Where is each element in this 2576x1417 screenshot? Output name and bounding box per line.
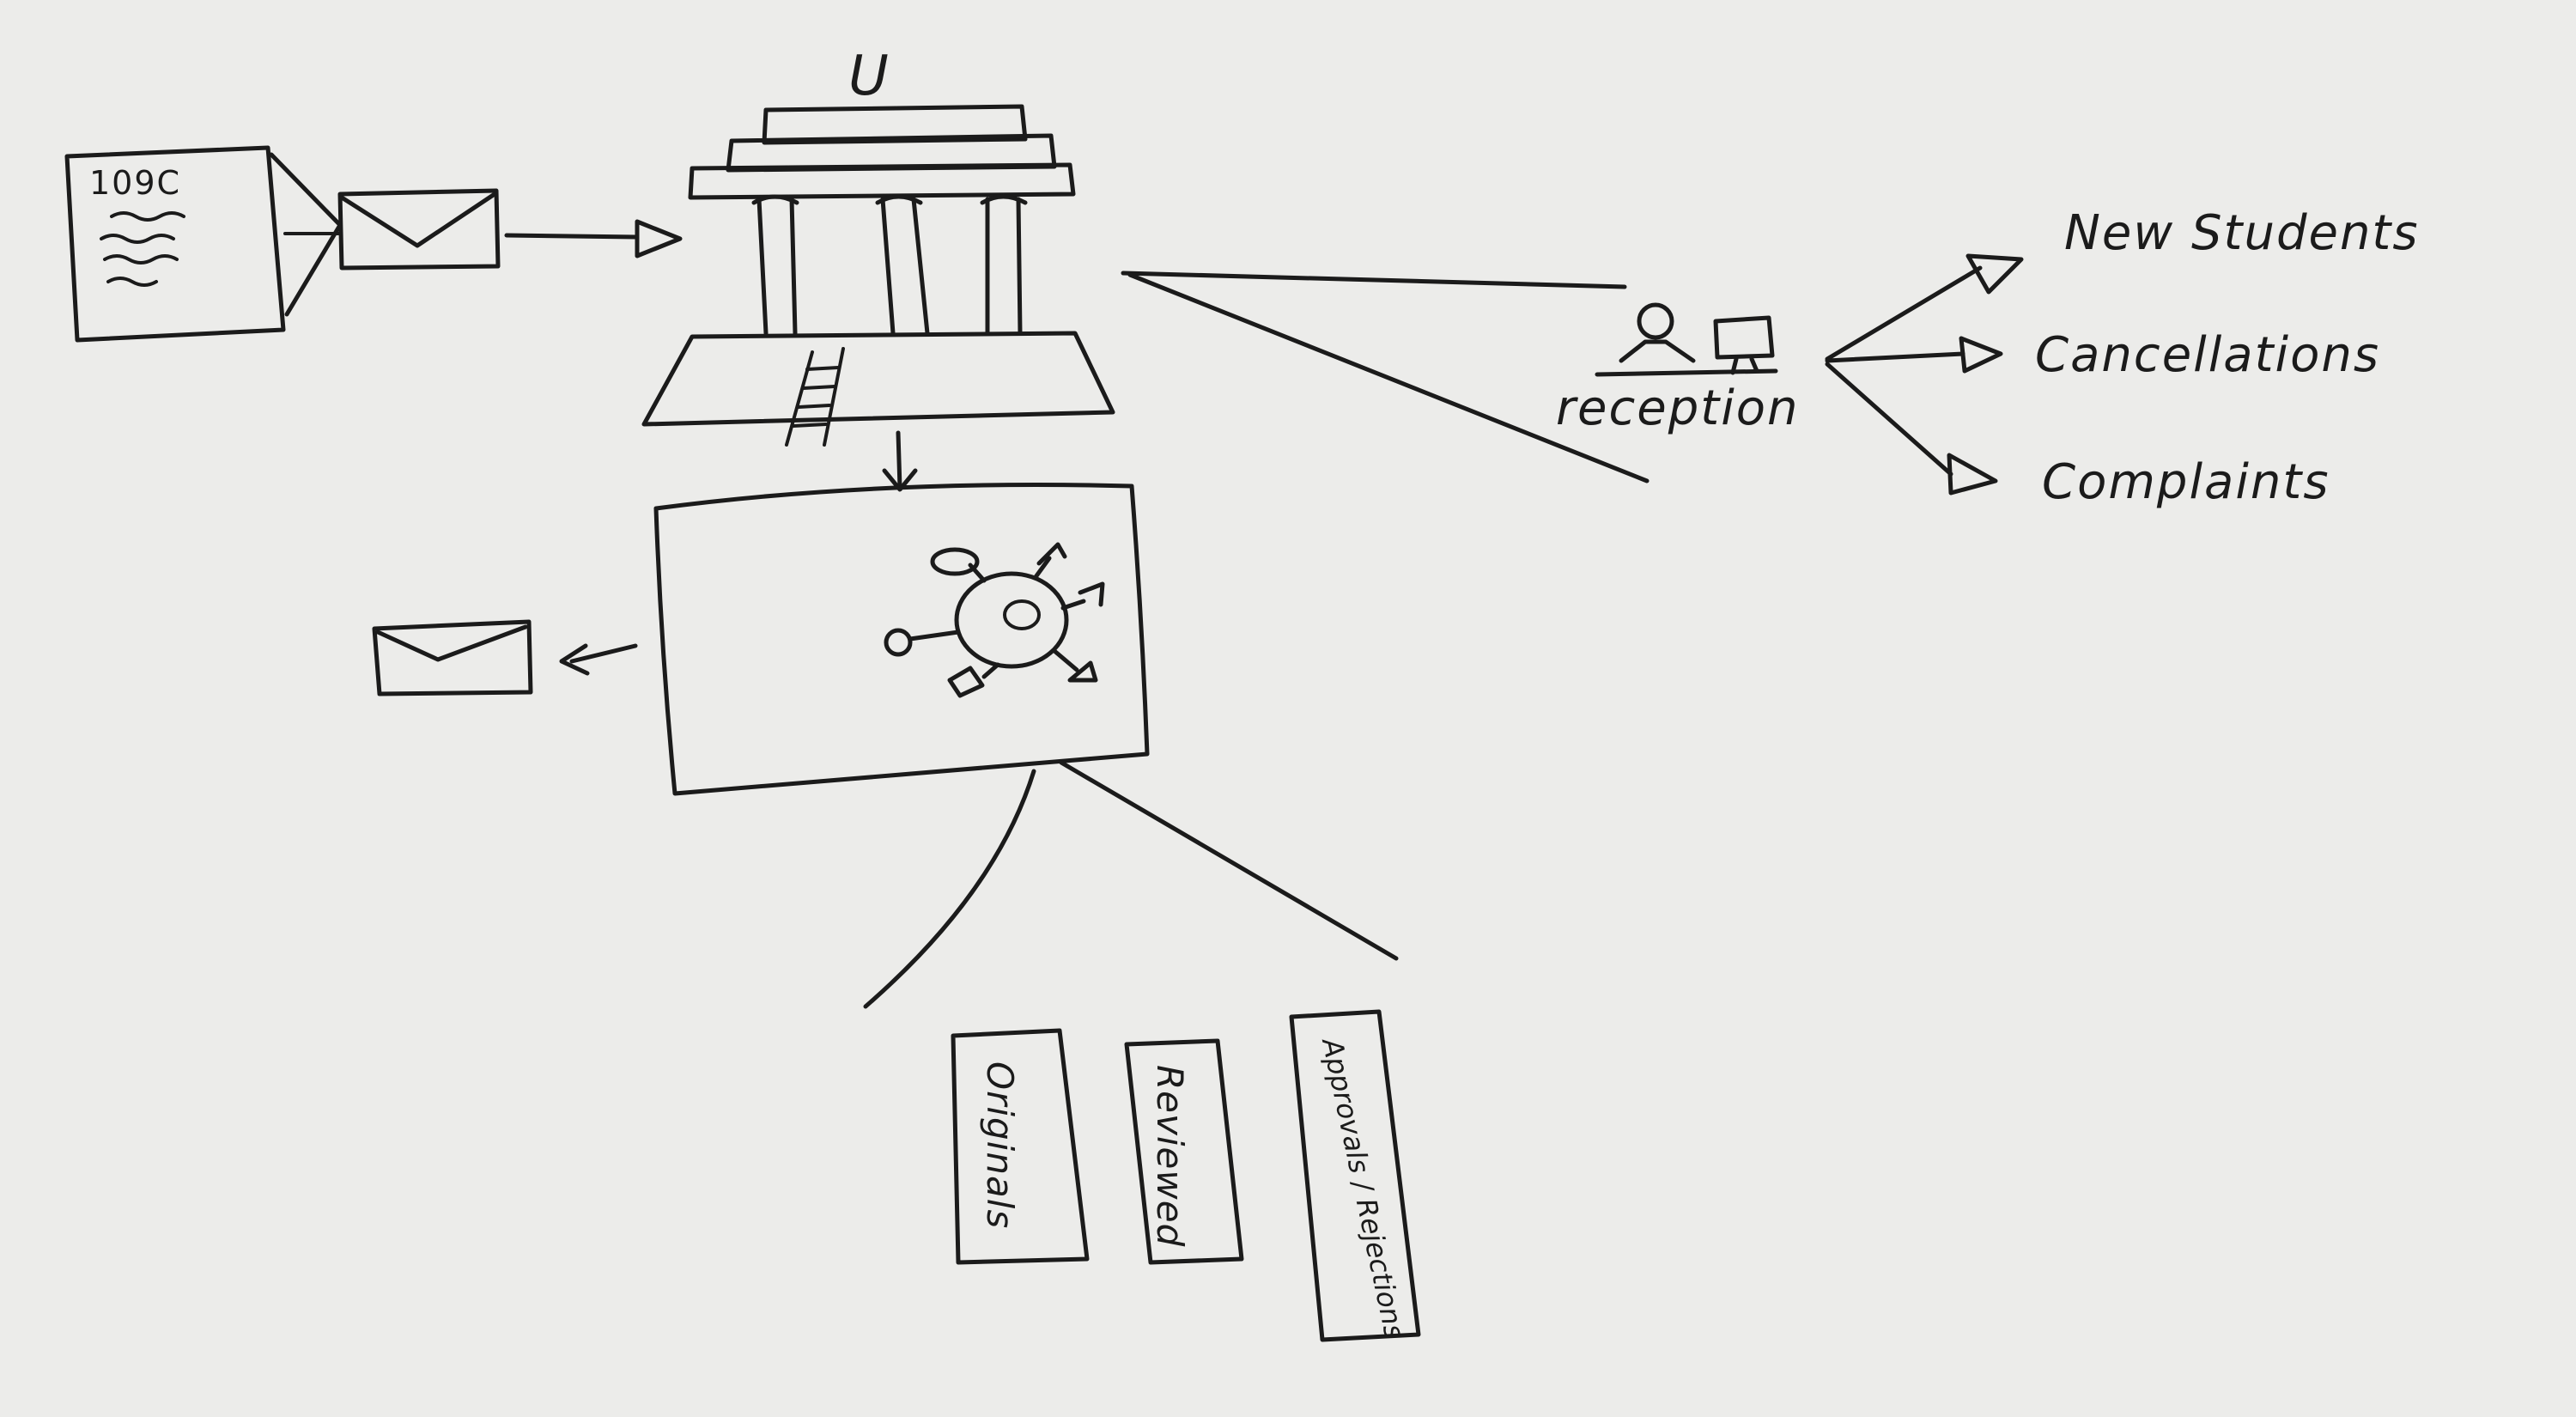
folder-approvals-label: Approvals / Rejections bbox=[1315, 1034, 1412, 1342]
reception-branch-arrows bbox=[1825, 253, 2024, 496]
institution-label: U bbox=[848, 45, 889, 108]
form-label: 109C bbox=[89, 164, 181, 202]
folder-reviewed: Reviewed bbox=[1124, 1038, 1244, 1265]
output-complaints: Complaints bbox=[2042, 454, 2330, 510]
incoming-envelope-icon bbox=[337, 188, 501, 271]
network-hub-icon bbox=[884, 542, 1105, 698]
output-cancellations: Cancellations bbox=[2035, 327, 2380, 383]
university-building-icon: U bbox=[641, 45, 1115, 447]
mail-to-university-arrow bbox=[504, 219, 683, 258]
folder-reviewed-label: Reviewed bbox=[1149, 1065, 1191, 1247]
reception-label: reception bbox=[1556, 380, 1800, 436]
receptionist-desk-icon: reception bbox=[1556, 302, 1800, 436]
system-to-folders-line bbox=[863, 769, 1036, 1009]
university-to-reception-line bbox=[1127, 272, 1649, 483]
processing-system-box bbox=[653, 482, 1150, 796]
folder-approvals-rejections: Approvals / Rejections bbox=[1289, 1009, 1421, 1342]
folder-originals: Originals bbox=[951, 1028, 1090, 1265]
system-to-mail-arrow bbox=[559, 643, 638, 676]
university-to-reception-line bbox=[1121, 271, 1627, 289]
folder-originals-label: Originals bbox=[979, 1061, 1021, 1229]
outgoing-envelope-icon bbox=[372, 619, 533, 696]
form-document-icon: 109C bbox=[64, 145, 286, 343]
university-to-system-arrow bbox=[882, 430, 918, 492]
output-new-students: New Students bbox=[2064, 205, 2420, 261]
system-to-folders-line bbox=[1059, 760, 1399, 961]
